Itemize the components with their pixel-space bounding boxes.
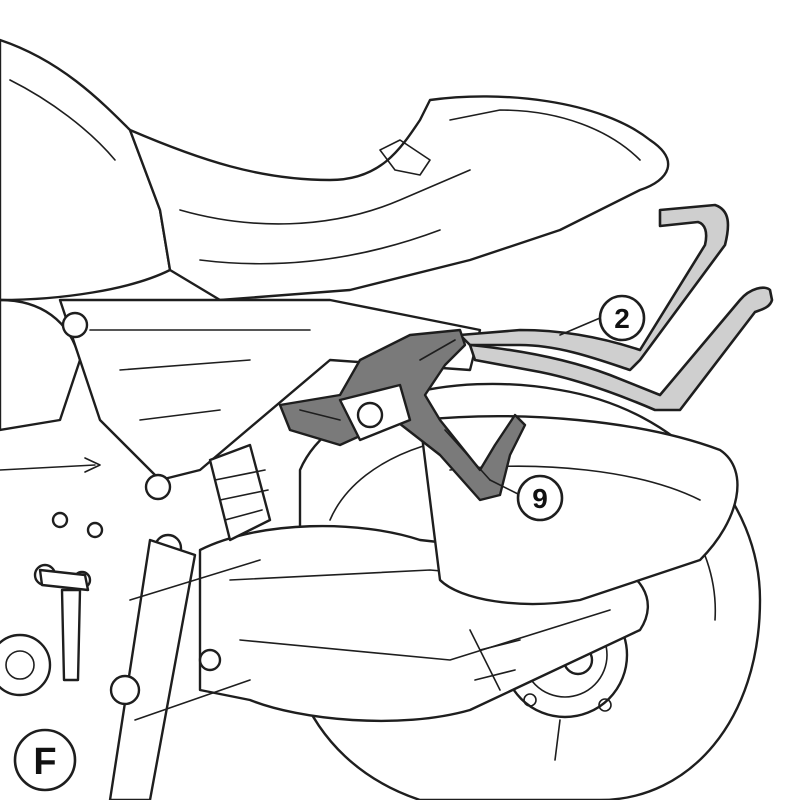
frame <box>58 298 482 800</box>
leader-line-part-2 <box>559 317 601 336</box>
callout-part-9-label: 9 <box>532 483 548 514</box>
seat <box>128 95 670 302</box>
view-marker-f-label: F <box>33 741 56 783</box>
callout-part-2-label: 2 <box>614 303 630 334</box>
mounting-bracket <box>278 328 527 502</box>
view-marker-f: F <box>13 728 77 792</box>
leader-line-part-9 <box>489 479 521 496</box>
engine-area <box>0 457 261 721</box>
callout-part-2: 2 <box>598 294 646 342</box>
callout-part-9: 9 <box>516 474 564 522</box>
